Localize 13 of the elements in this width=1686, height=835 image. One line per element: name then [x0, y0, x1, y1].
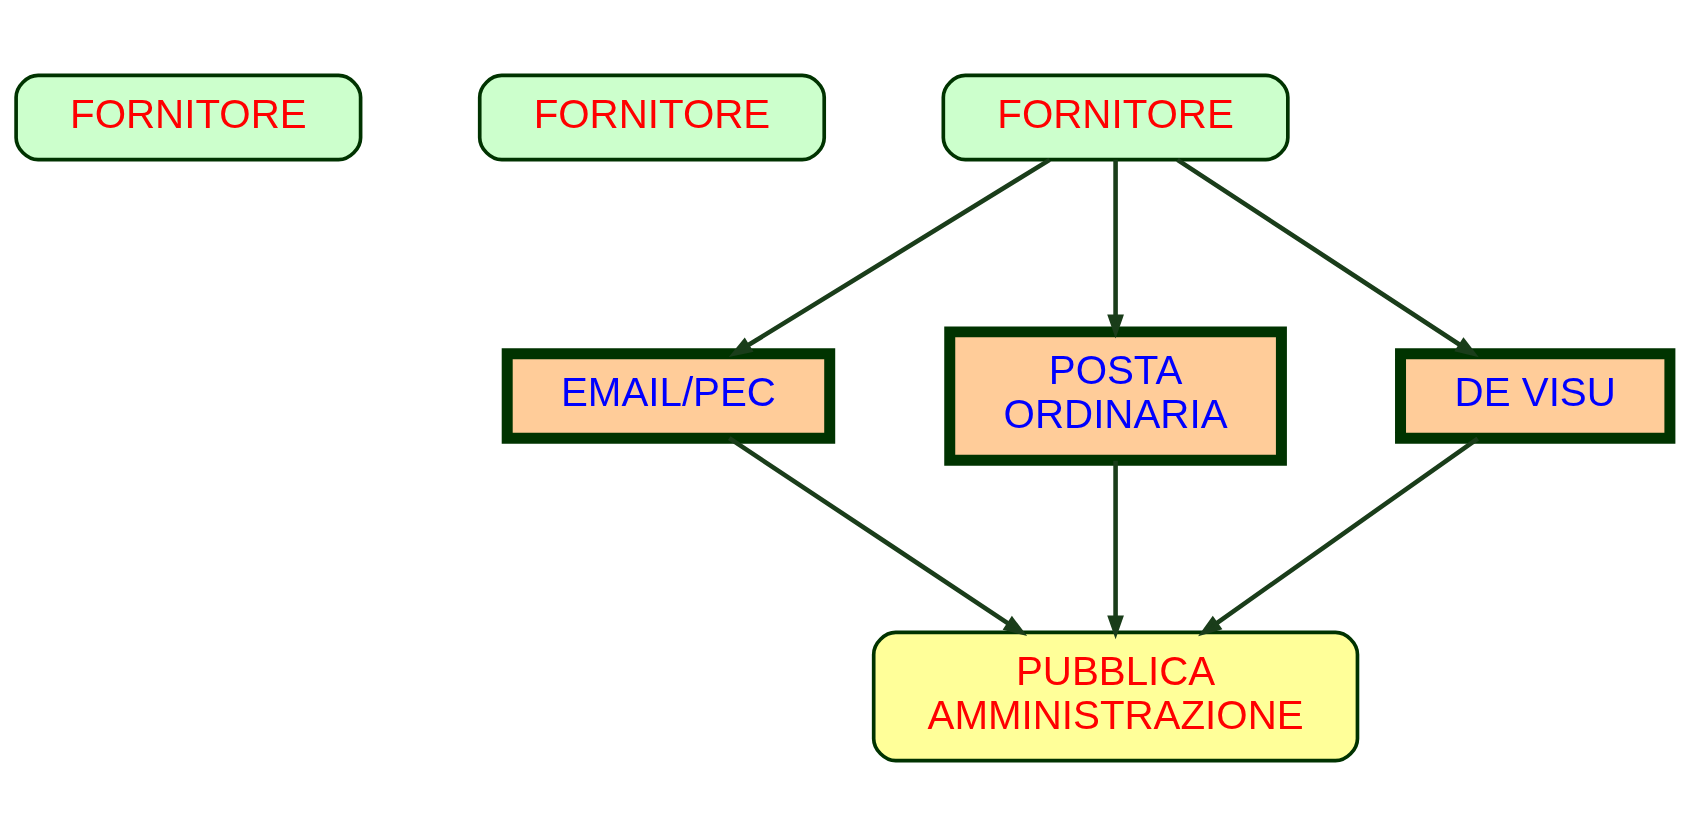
- node-box: FORNITORE: [477, 73, 827, 161]
- node-box: EMAIL/PEC: [501, 347, 836, 444]
- arrow: [1198, 436, 1480, 636]
- node-box: FORNITORE: [941, 73, 1290, 161]
- node-box: FORNITORE: [14, 73, 363, 161]
- arrow: [1107, 460, 1124, 639]
- node-box: PUBBLICA AMMINISTRAZIONE: [871, 630, 1360, 762]
- node-box: POSTA ORDINARIA: [944, 325, 1287, 466]
- arrow: [728, 157, 1051, 357]
- arrow: [1107, 159, 1124, 338]
- node-box: DE VISU: [1395, 347, 1676, 444]
- arrow: [727, 435, 1028, 636]
- arrow: [1176, 157, 1479, 357]
